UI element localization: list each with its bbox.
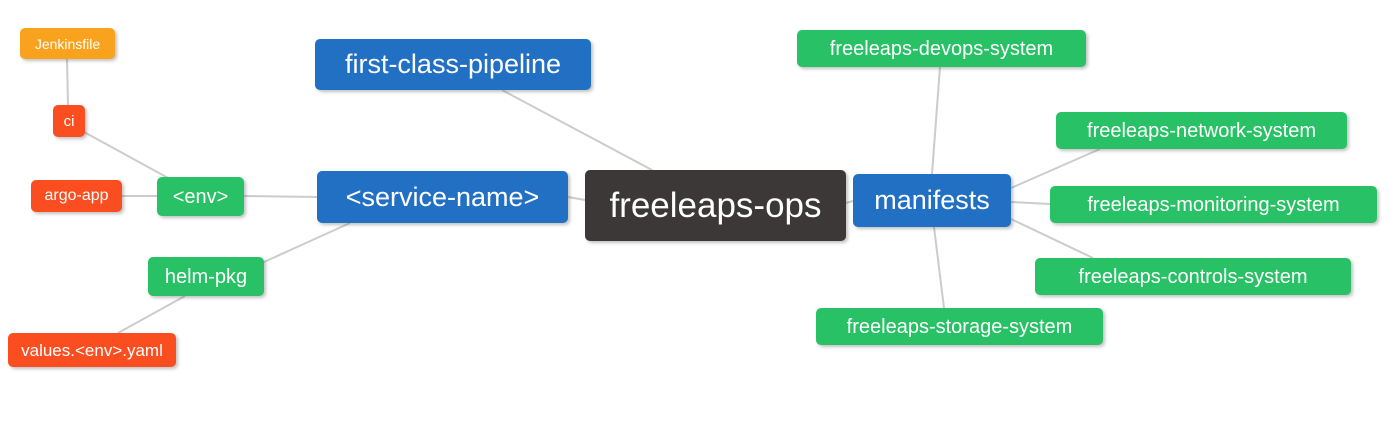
node-argo-app[interactable]: argo-app (31, 180, 122, 212)
edge-helm-pkg-to-values-env-yaml (117, 295, 186, 334)
edge-freeleaps-ops-to-manifests (845, 200, 854, 204)
edge-env-to-service-name (243, 195, 318, 198)
node-freeleaps-devops-system[interactable]: freeleaps-devops-system (797, 30, 1086, 67)
node-helm-pkg[interactable]: helm-pkg (148, 257, 264, 296)
node-jenkinsfile[interactable]: Jenkinsfile (20, 28, 115, 59)
edge-manifests-to-freeleaps-storage-system (933, 226, 945, 309)
node-values-env-yaml[interactable]: values.<env>.yaml (8, 333, 176, 367)
edge-manifests-to-freeleaps-network-system (1010, 148, 1101, 189)
node-manifests[interactable]: manifests (853, 174, 1011, 227)
edge-jenkinsfile-to-ci (66, 58, 69, 106)
node-ci[interactable]: ci (53, 105, 85, 137)
edge-manifests-to-freeleaps-monitoring-system (1010, 201, 1051, 205)
node-freeleaps-network-system[interactable]: freeleaps-network-system (1056, 112, 1347, 149)
edge-service-name-to-freeleaps-ops (567, 196, 586, 201)
node-first-class-pipeline[interactable]: first-class-pipeline (315, 39, 591, 90)
edge-service-name-to-helm-pkg (263, 222, 351, 263)
node-env[interactable]: <env> (157, 177, 244, 216)
node-service-name[interactable]: <service-name> (317, 171, 568, 223)
edge-manifests-to-freeleaps-devops-system (931, 66, 941, 175)
edge-manifests-to-freeleaps-controls-system (1010, 218, 1094, 259)
node-freeleaps-storage-system[interactable]: freeleaps-storage-system (816, 308, 1103, 345)
node-freeleaps-controls-system[interactable]: freeleaps-controls-system (1035, 258, 1351, 295)
edge-ci-to-env (83, 131, 171, 180)
node-freeleaps-monitoring-system[interactable]: freeleaps-monitoring-system (1050, 186, 1377, 223)
node-freeleaps-ops[interactable]: freeleaps-ops (585, 170, 846, 241)
edge-first-class-pipeline-to-freeleaps-ops (501, 89, 653, 171)
